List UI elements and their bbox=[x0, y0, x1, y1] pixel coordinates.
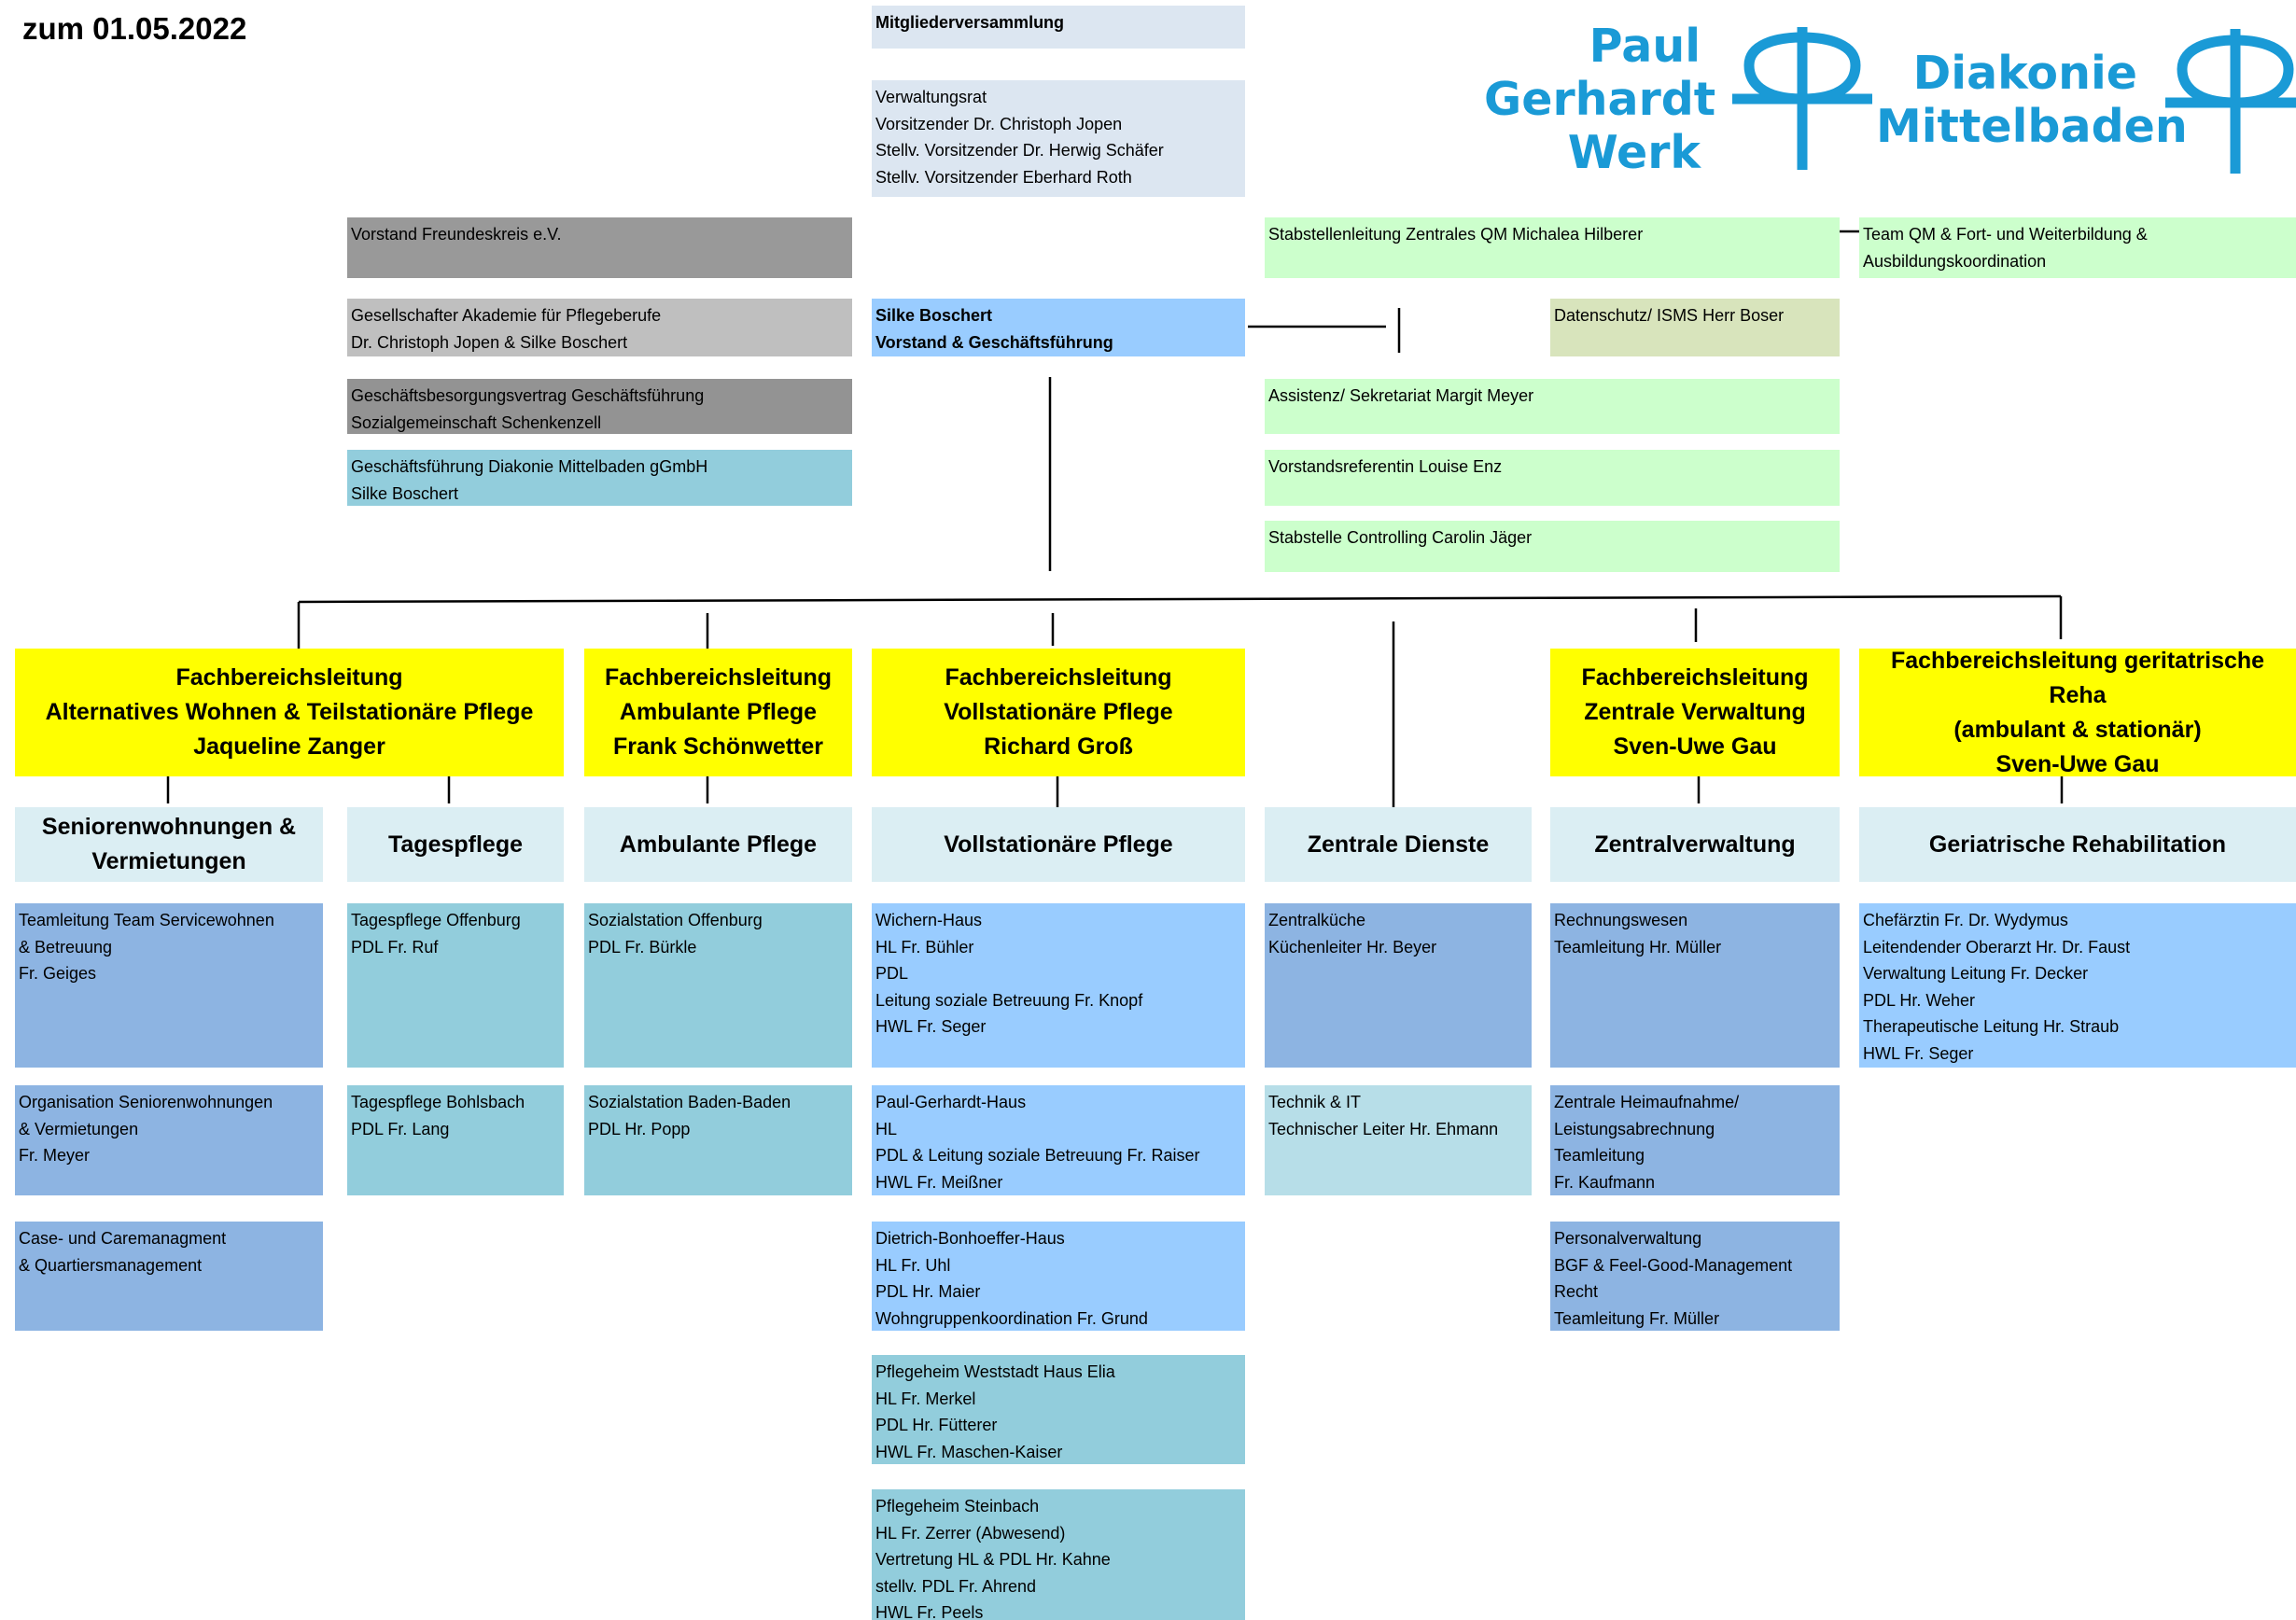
date-label: zum 01.05.2022 bbox=[22, 11, 247, 46]
unit-wichern-haus: Wichern-Haus HL Fr. Bühler PDL Leitung s… bbox=[872, 903, 1245, 1068]
unit-zentralkueche: Zentralküche Küchenleiter Hr. Beyer bbox=[1265, 903, 1532, 1068]
fachbereich-vollstationaere-pflege: Fachbereichsleitung Vollstationäre Pfleg… bbox=[872, 649, 1245, 776]
unit-personalverwaltung: Personalverwaltung BGF & Feel-Good-Manag… bbox=[1550, 1222, 1840, 1331]
fachbereich-geriatrische-reha-label: Fachbereichsleitung geritatrische Reha (… bbox=[1890, 649, 2265, 776]
diakonie-cross-icon bbox=[2165, 29, 2296, 174]
connector-horizontal-bus bbox=[298, 594, 2062, 604]
dept-zentrale-dienste: Zentrale Dienste bbox=[1265, 807, 1532, 882]
unit-servicewohnen: Teamleitung Team Servicewohnen & Betreuu… bbox=[15, 903, 323, 1068]
pgw-logo-line: Paul bbox=[1589, 20, 1701, 73]
dm-logo-line: Mittelbaden bbox=[1876, 100, 2188, 153]
diakonie-cross-icon bbox=[1732, 27, 1872, 170]
pgw-logo-line: Gerhardt bbox=[1484, 73, 1716, 126]
vorstand-box: Silke Boschert Vorstand & Geschäftsführu… bbox=[872, 299, 1245, 356]
team-qm-box: Team QM & Fort- und Weiterbildung & Ausb… bbox=[1859, 217, 2296, 278]
fachbereich-geriatrische-reha: Fachbereichsleitung geritatrische Reha (… bbox=[1859, 649, 2296, 776]
fachbereich-zentrale-verwaltung: Fachbereichsleitung Zentrale Verwaltung … bbox=[1550, 649, 1840, 776]
mitgliederversammlung-box: Mitgliederversammlung bbox=[872, 6, 1245, 49]
unit-technik-it: Technik & IT Technischer Leiter Hr. Ehma… bbox=[1265, 1085, 1532, 1195]
dept-ambulante-pflege: Ambulante Pflege bbox=[584, 807, 852, 882]
dept-vollstationaere-pflege: Vollstationäre Pflege bbox=[872, 807, 1245, 882]
unit-paul-gerhardt-haus: Paul-Gerhardt-Haus HL PDL & Leitung sozi… bbox=[872, 1085, 1245, 1195]
qm-box: Stabstellenleitung Zentrales QM Michalea… bbox=[1265, 217, 1840, 278]
pgw-logo-text: Paul Gerhardt Werk bbox=[1484, 20, 1716, 179]
unit-pflegeheim-weststadt: Pflegeheim Weststadt Haus Elia HL Fr. Me… bbox=[872, 1355, 1245, 1464]
referentin-box: Vorstandsreferentin Louise Enz bbox=[1265, 450, 1840, 506]
unit-rechnungswesen: Rechnungswesen Teamleitung Hr. Müller bbox=[1550, 903, 1840, 1068]
unit-pflegeheim-steinbach: Pflegeheim Steinbach HL Fr. Zerrer (Abwe… bbox=[872, 1489, 1245, 1620]
unit-sozialstation-baden-baden: Sozialstation Baden-Baden PDL Hr. Popp bbox=[584, 1085, 852, 1195]
dept-seniorenwohnungen: Seniorenwohnungen & Vermietungen bbox=[15, 807, 323, 882]
unit-sozialstation-offenburg: Sozialstation Offenburg PDL Fr. Bürkle bbox=[584, 903, 852, 1068]
dm-logo-text: Diakonie Mittelbaden bbox=[1876, 47, 2188, 153]
verwaltungsrat-box: Verwaltungsrat Vorsitzender Dr. Christop… bbox=[872, 80, 1245, 197]
pgw-logo-line: Werk bbox=[1567, 126, 1701, 179]
unit-tagespflege-offenburg: Tagespflege Offenburg PDL Fr. Ruf bbox=[347, 903, 564, 1068]
dept-geriatrische-reha: Geriatrische Rehabilitation bbox=[1859, 807, 2296, 882]
unit-organisation-senioren: Organisation Seniorenwohnungen & Vermiet… bbox=[15, 1085, 323, 1195]
assistenz-box: Assistenz/ Sekretariat Margit Meyer bbox=[1265, 379, 1840, 434]
unit-case-management: Case- und Caremanagment & Quartiersmanag… bbox=[15, 1222, 323, 1331]
datenschutz-box: Datenschutz/ ISMS Herr Boser bbox=[1550, 299, 1840, 356]
freundeskreis-box: Vorstand Freundeskreis e.V. bbox=[347, 217, 852, 278]
unit-geriatrie-leitung: Chefärztin Fr. Dr. Wydymus Leitendender … bbox=[1859, 903, 2296, 1068]
geschaeftsbesorgung-box: Geschäftsbesorgungsvertrag Geschäftsführ… bbox=[347, 379, 852, 434]
fachbereich-ambulante-pflege: Fachbereichsleitung Ambulante Pflege Fra… bbox=[584, 649, 852, 776]
dm-logo-line: Diakonie bbox=[1912, 47, 2137, 100]
gesellschafter-box: Gesellschafter Akademie für Pflegeberufe… bbox=[347, 299, 852, 356]
dept-geriatrische-reha-label: Geriatrische Rehabilitation bbox=[1928, 831, 2227, 858]
unit-tagespflege-bohlsbach: Tagespflege Bohlsbach PDL Fr. Lang bbox=[347, 1085, 564, 1195]
dept-tagespflege: Tagespflege bbox=[347, 807, 564, 882]
controlling-box: Stabstelle Controlling Carolin Jäger bbox=[1265, 521, 1840, 572]
diakonie-gf-box: Geschäftsführung Diakonie Mittelbaden gG… bbox=[347, 450, 852, 506]
dept-zentralverwaltung: Zentralverwaltung bbox=[1550, 807, 1840, 882]
unit-heimaufnahme: Zentrale Heimaufnahme/ Leistungsabrechnu… bbox=[1550, 1085, 1840, 1195]
fachbereich-alternatives-wohnen: Fachbereichsleitung Alternatives Wohnen … bbox=[15, 649, 564, 776]
unit-dietrich-bonhoeffer-haus: Dietrich-Bonhoeffer-Haus HL Fr. Uhl PDL … bbox=[872, 1222, 1245, 1331]
